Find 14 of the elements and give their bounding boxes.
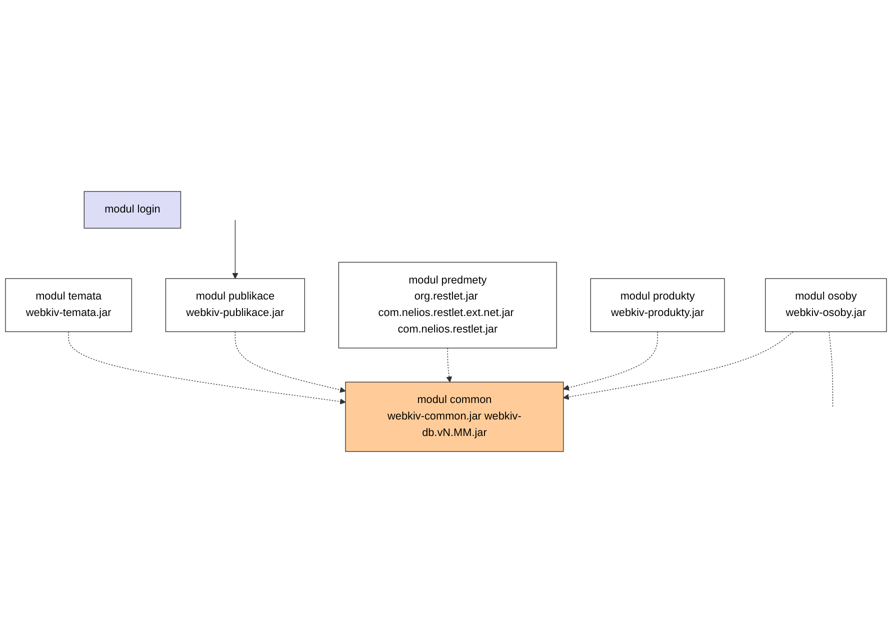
connector [828,331,834,407]
node-box: modul login [84,191,182,229]
arrow [563,331,794,400]
arrow [232,220,238,279]
node-box: modul predmety org.restlet.jar com.nelios.restlet.ext.net.jar com.nelios.restlet.jar [338,262,557,348]
node-box: modul temata webkiv-temata.jar [5,278,132,332]
node-box: modul produkty webkiv-produkty.jar [590,278,725,332]
arrow [234,331,346,393]
arrow [446,348,452,382]
arrow [563,331,658,391]
arrow [68,331,346,404]
node-box: modul publikace webkiv-publikace.jar [165,278,305,332]
node-box: modul common webkiv-common.jar webkiv-db.vN.MM.jar [345,382,564,452]
node-box: modul osoby webkiv-osoby.jar [765,278,887,332]
